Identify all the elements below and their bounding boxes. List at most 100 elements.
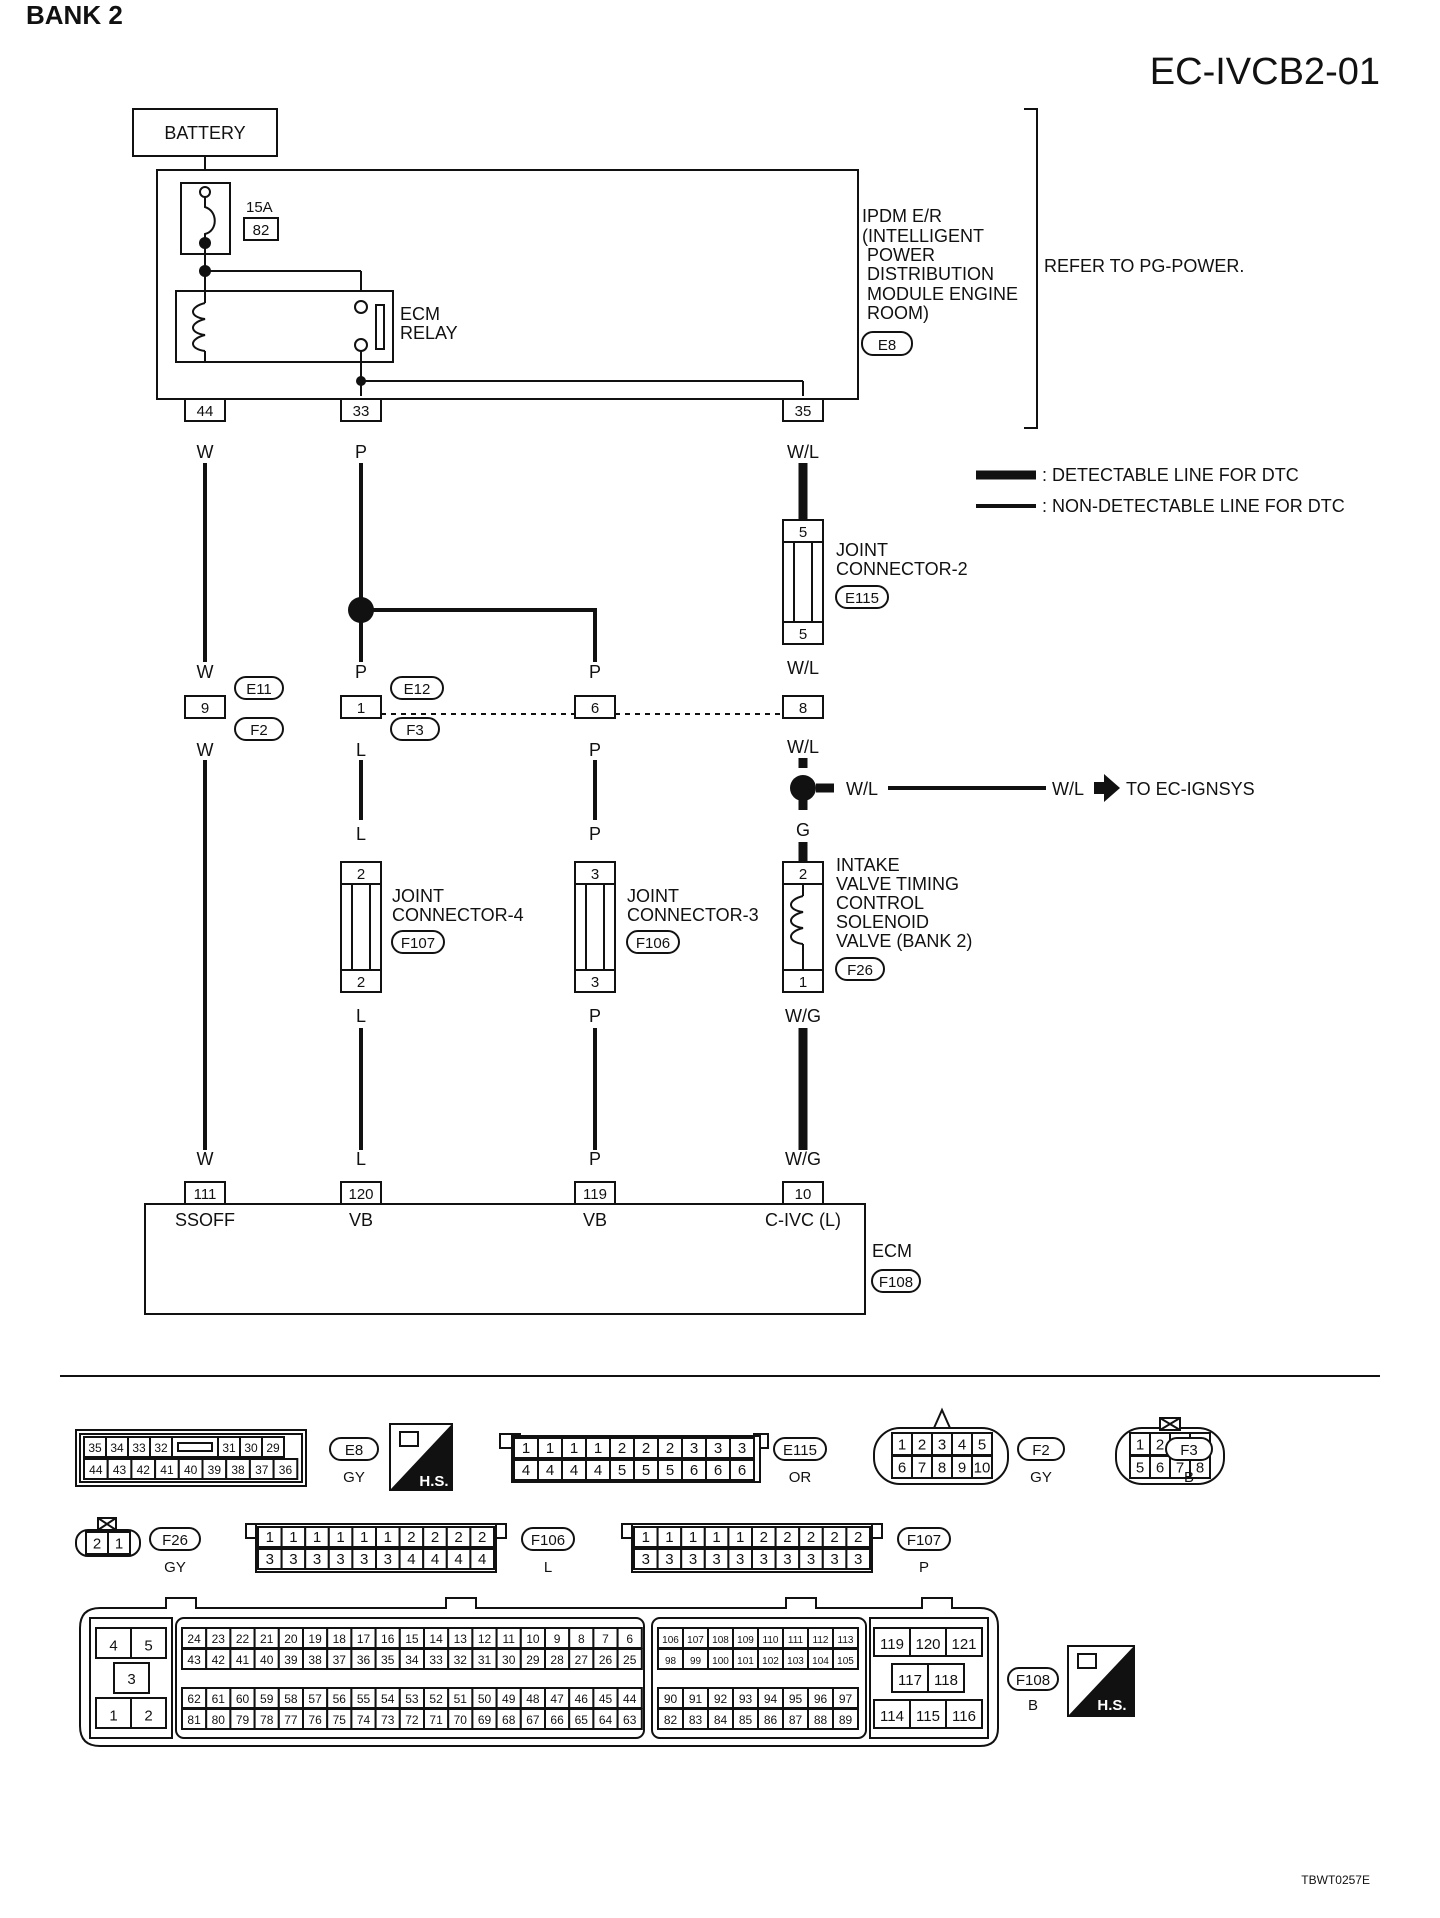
f107-pin: 3 (642, 1551, 650, 1568)
f106-pin: 2 (454, 1529, 462, 1546)
f2-key (933, 1407, 951, 1429)
f108-pin: 117 (898, 1672, 922, 1689)
hs-badge-2: H.S. (1067, 1645, 1135, 1717)
f26-pin: 2 (93, 1536, 101, 1553)
wire-color-p-7: P (589, 1149, 601, 1169)
f108-pin: 99 (690, 1656, 702, 1667)
f3-pin: 5 (1136, 1460, 1144, 1477)
f108-pin: 28 (550, 1653, 564, 1667)
f108-pin: 36 (357, 1653, 371, 1667)
e8-face-id: E8 (345, 1442, 363, 1459)
branch-destination: TO EC-IGNSYS (1126, 779, 1255, 799)
connector-e12: E12 (404, 681, 431, 698)
f108-pin: 92 (714, 1692, 728, 1706)
f108-pin: 52 (429, 1692, 443, 1706)
f108-pin: 113 (838, 1635, 854, 1646)
ecm-connector: F108 (879, 1274, 913, 1291)
e8-pin: 43 (113, 1463, 127, 1477)
f108-pin: 40 (260, 1653, 274, 1667)
f106-pin: 4 (454, 1551, 462, 1568)
svg-text:5: 5 (799, 626, 807, 643)
f2-pin: 8 (938, 1460, 946, 1477)
f2-pin: 3 (938, 1437, 946, 1454)
f108-pin: 118 (934, 1672, 958, 1689)
f108-pin: 29 (526, 1653, 540, 1667)
junction-pin-1 (340, 695, 382, 719)
e115-pin: 1 (546, 1440, 554, 1457)
f108-pin: 102 (762, 1656, 779, 1667)
f108-pin: 61 (212, 1692, 226, 1706)
junction-pin-9-label: 9 (201, 700, 209, 717)
junction-pin-8-label: 8 (799, 700, 807, 717)
f107-pin: 1 (665, 1529, 673, 1546)
f108-pin: 25 (623, 1653, 637, 1667)
e8-pin: 44 (89, 1463, 103, 1477)
f107-pin: 2 (783, 1529, 791, 1546)
e115-pin: 3 (690, 1440, 698, 1457)
wire-color-l-4: L (356, 1149, 366, 1169)
e115-pin: 4 (546, 1462, 554, 1479)
wire-color-l-1: L (356, 740, 366, 760)
f108-pin: 111 (788, 1635, 804, 1646)
f108-pin: 33 (429, 1653, 443, 1667)
f108-pin: 75 (333, 1713, 347, 1727)
f108-pin: 109 (737, 1635, 754, 1646)
svg-text:2: 2 (357, 974, 365, 991)
f108-pin: 74 (357, 1713, 371, 1727)
ipdm-label-1: IPDM E/R (862, 206, 942, 226)
wire-color-wg-2: W/G (785, 1149, 821, 1169)
svg-text:119: 119 (583, 1186, 607, 1203)
junction-pin-6-label: 6 (591, 700, 599, 717)
f106-pin: 3 (313, 1551, 321, 1568)
f2-pin: 6 (898, 1460, 906, 1477)
f108-pin: 18 (333, 1632, 347, 1646)
e115-pin: 6 (738, 1462, 746, 1479)
refer-text: REFER TO PG-POWER. (1044, 256, 1244, 276)
f108-pin: 56 (333, 1692, 347, 1706)
svg-text:2: 2 (357, 866, 365, 883)
e115-pin: 2 (666, 1440, 674, 1457)
f2-face-color: GY (1030, 1469, 1052, 1486)
f108-pin: 1 (109, 1708, 117, 1725)
f108-pin: 60 (236, 1692, 250, 1706)
footer-code: TBWT0257E (1301, 1873, 1370, 1887)
f108-pin: 34 (405, 1653, 419, 1667)
f108-pin: 114 (880, 1708, 904, 1725)
f108-pin: 84 (714, 1713, 728, 1727)
f106-pin: 1 (336, 1529, 344, 1546)
f108-pin: 80 (212, 1713, 226, 1727)
e115-pin: 1 (570, 1440, 578, 1457)
e8-pin: 30 (244, 1441, 258, 1455)
f108-pin: 88 (814, 1713, 828, 1727)
f107-pin: 1 (689, 1529, 697, 1546)
e115-face-id: E115 (783, 1442, 817, 1459)
wire-color-l-2: L (356, 824, 366, 844)
branch-wire-color-2: W/L (1052, 779, 1084, 799)
joint4-label-1: JOINT (392, 886, 444, 906)
ecm-pin-10: 10 (782, 1181, 824, 1205)
f3-face-color: B (1184, 1469, 1194, 1486)
f106-pin: 4 (478, 1551, 486, 1568)
f108-pin: 2 (144, 1708, 152, 1725)
f108-pin: 6 (626, 1632, 633, 1646)
f2-pin: 4 (958, 1437, 966, 1454)
connector-f2: F2 (250, 722, 268, 739)
f106-pin: 1 (384, 1529, 392, 1546)
f108-pin: 32 (454, 1653, 468, 1667)
f108-pin: 86 (764, 1713, 778, 1727)
f106-pin: 2 (478, 1529, 486, 1546)
e115-pin: 5 (642, 1462, 650, 1479)
e115-pin: 5 (666, 1462, 674, 1479)
f108-pin: 116 (952, 1708, 976, 1725)
f108-pin: 101 (737, 1656, 754, 1667)
f108-pin: 48 (526, 1692, 540, 1706)
f106-pin: 2 (431, 1529, 439, 1546)
f108-face-color: B (1028, 1697, 1038, 1714)
f108-pin: 65 (575, 1713, 589, 1727)
f108-pin: 30 (502, 1653, 516, 1667)
f2-pin: 7 (918, 1460, 926, 1477)
f106-pin: 3 (289, 1551, 297, 1568)
